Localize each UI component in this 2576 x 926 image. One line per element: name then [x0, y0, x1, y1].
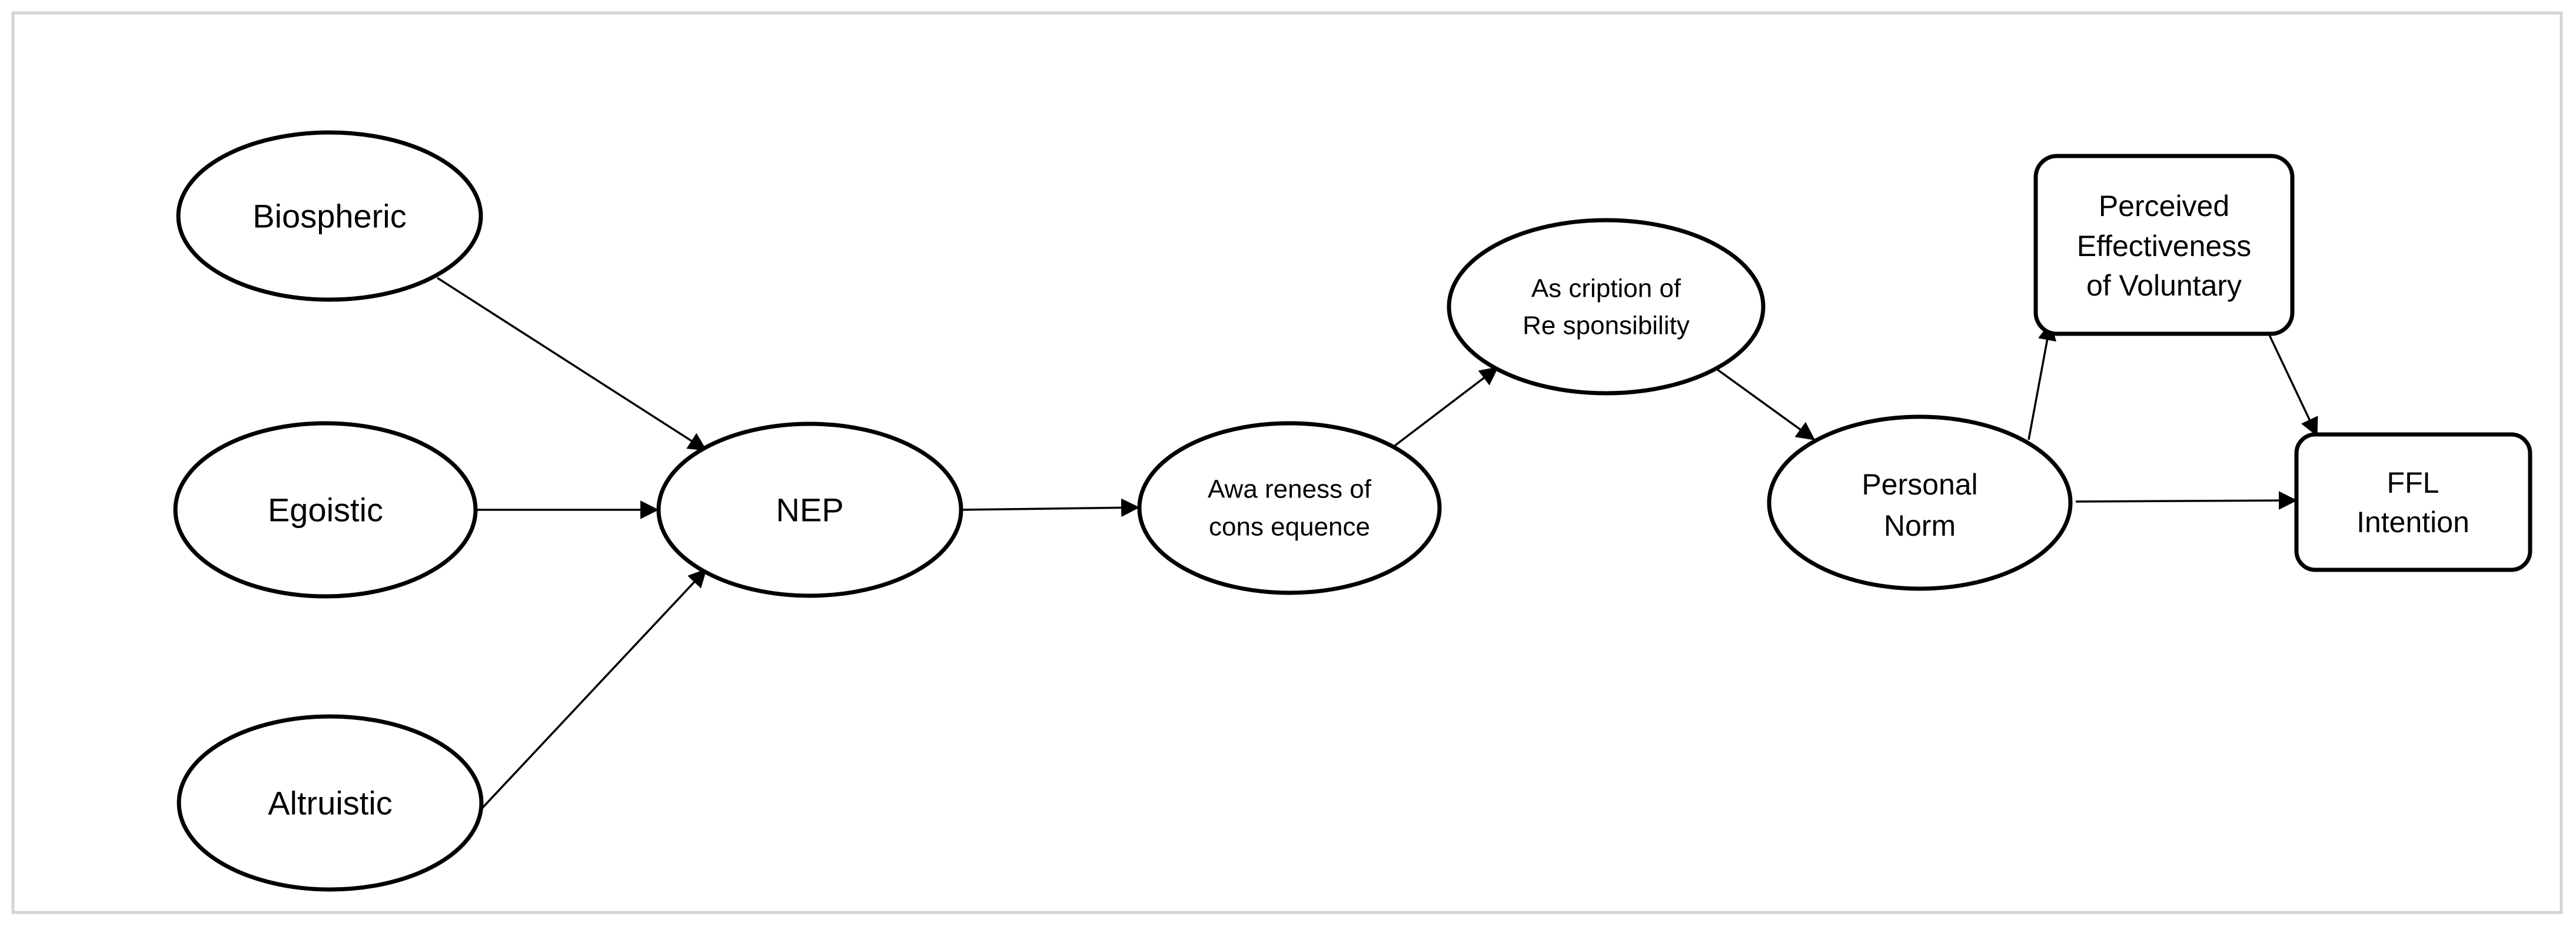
awareness-ellipse [1137, 421, 1442, 595]
node-nep: NEP [656, 421, 963, 598]
ffl-box [2294, 432, 2532, 572]
node-altruistic: Altruistic [177, 714, 484, 892]
ascription-label-line-2: Re sponsibility [1523, 311, 1690, 340]
altruistic-label: Altruistic [268, 785, 393, 822]
awareness-label-line-2: cons equence [1209, 513, 1370, 542]
edge-altruistic-to-nep [481, 568, 707, 809]
egoistic-ellipse [173, 421, 478, 599]
edge-biospheric-to-nep [437, 277, 707, 452]
node-awareness-of-consequence: Awa reness of cons equence [1137, 421, 1442, 595]
edge-personal-norm-to-ffl [2075, 491, 2298, 510]
awareness-label-line-1: Awa reness of [1208, 475, 1372, 504]
perceived-label-line-2: Effectiveness [2077, 230, 2251, 263]
node-biospheric: Biospheric [176, 130, 483, 302]
personal-norm-ellipse [1767, 414, 2073, 591]
node-personal-norm: Personal Norm [1767, 414, 2073, 591]
edge-awareness-to-ascription [1394, 366, 1499, 447]
altruistic-ellipse [177, 714, 484, 892]
biospheric-ellipse [176, 130, 483, 302]
egoistic-label: Egoistic [268, 492, 383, 529]
nep-ellipse [656, 421, 963, 598]
node-perceived-effectiveness: Perceived Effectiveness of Voluntary [2033, 154, 2295, 336]
ascription-ellipse [1447, 218, 1766, 396]
ffl-label-line-2: Intention [2356, 506, 2469, 539]
perceived-label-line-3: of Voluntary [2086, 269, 2242, 302]
node-ascription-of-responsibility: As cription of Re sponsibility [1447, 218, 1766, 396]
edge-ascription-to-personal-norm [1716, 368, 1816, 441]
ascription-label-line-1: As cription of [1531, 274, 1681, 303]
perceived-box [2033, 154, 2295, 336]
personal-norm-label-line-1: Personal [1862, 468, 1977, 501]
node-egoistic: Egoistic [173, 421, 478, 599]
edges [437, 277, 2318, 809]
edge-perceived-to-ffl [2268, 333, 2318, 437]
personal-norm-label-line-2: Norm [1884, 509, 1956, 542]
edge-nep-to-awareness [960, 498, 1140, 517]
ffl-label-line-1: FFL [2387, 466, 2439, 499]
node-ffl-intention: FFL Intention [2294, 432, 2532, 572]
nep-label: NEP [776, 492, 843, 529]
perceived-label-line-1: Perceived [2099, 190, 2229, 223]
edge-personal-norm-to-perceived [2027, 321, 2057, 440]
biospheric-label: Biospheric [252, 198, 406, 235]
